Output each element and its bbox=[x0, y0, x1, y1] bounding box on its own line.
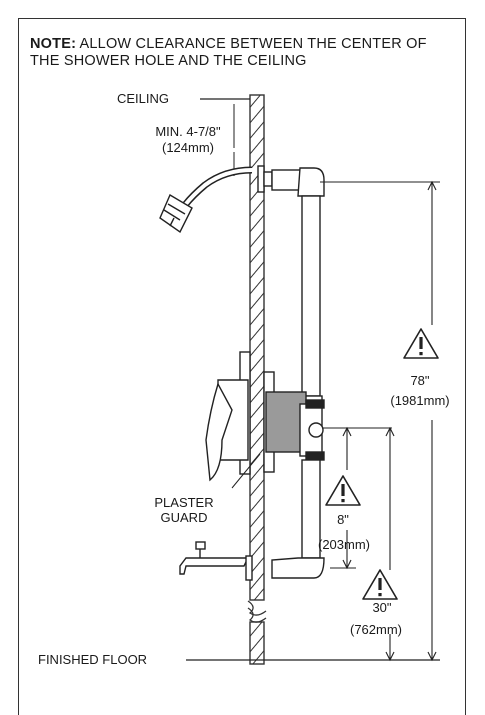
warning-triangle-icon bbox=[403, 328, 439, 359]
warning-triangle-icon bbox=[362, 569, 398, 600]
plaster-guard-label-line2: GUARD bbox=[160, 510, 208, 525]
valve-height-mm-label: (762mm) bbox=[350, 622, 403, 637]
tub-spout bbox=[179, 459, 325, 581]
supply-pipe bbox=[271, 167, 325, 409]
showerhead-height-mm-label: (1981mm) bbox=[390, 393, 450, 408]
wall bbox=[247, 94, 267, 665]
valve-to-spout-label: 8" bbox=[337, 512, 349, 527]
warning-triangle-icon bbox=[325, 475, 361, 506]
showerhead bbox=[159, 165, 273, 234]
reference-lines bbox=[186, 98, 440, 661]
dimension-lines bbox=[320, 180, 440, 662]
min-clearance-label: MIN. 4-7/8" bbox=[155, 124, 221, 139]
showerhead-height-label: 78" bbox=[410, 373, 430, 388]
valve-height-label: 30" bbox=[372, 600, 392, 615]
valve-to-spout-mm-label: (203mm) bbox=[318, 537, 371, 552]
note-text: NOTE: ALLOW CLEARANCE BETWEEN THE CENTER… bbox=[30, 36, 427, 69]
diagram-frame bbox=[18, 18, 466, 715]
plaster-guard-label-line1: PLASTER bbox=[154, 495, 214, 510]
finished-floor-label: FINISHED FLOOR bbox=[38, 652, 148, 667]
ceiling-label: CEILING bbox=[117, 91, 170, 106]
min-clearance-mm-label: (124mm) bbox=[161, 140, 214, 155]
valve-assembly bbox=[205, 351, 325, 489]
